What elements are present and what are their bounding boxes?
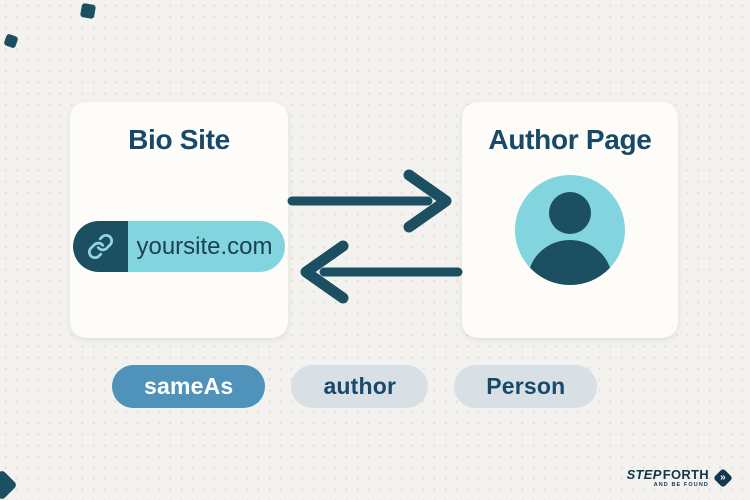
schema-tags-row: sameAs author Person [112,365,598,408]
link-icon [73,221,128,272]
site-link-pill: yoursite.com [73,221,285,272]
logo-step-text: STEP [626,466,662,482]
stepforth-logo-text: STEPFORTH AND BE FOUND [627,468,709,489]
bio-site-card: Bio Site yoursite.com [70,102,288,338]
confetti-square-corner [0,469,18,500]
author-page-card: Author Page [462,102,678,338]
logo-tagline: AND BE FOUND [653,481,709,488]
double-chevron-diamond-icon: » [713,467,733,488]
author-to-bio-arrow [300,240,463,304]
confetti-square-left [3,33,19,49]
stepforth-logo: STEPFORTH AND BE FOUND » [627,468,733,489]
tag-person: Person [454,365,598,408]
tag-author: author [291,365,429,408]
bio-site-title: Bio Site [128,124,230,155]
person-icon [515,175,625,285]
tag-sameas: sameAs [112,365,266,408]
bio-to-author-arrow [287,169,452,233]
author-page-title: Author Page [488,124,652,155]
logo-forth-text: FORTH [662,466,709,482]
confetti-square-top [79,2,97,20]
site-url-text: yoursite.com [136,232,273,260]
